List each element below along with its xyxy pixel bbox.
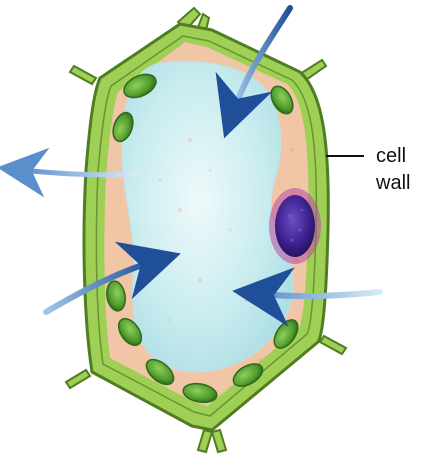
cell-wall-label: cell wall: [376, 143, 410, 197]
nucleus: [275, 195, 315, 257]
central-vacuole: [122, 61, 293, 372]
cell-wall-label-line1: cell: [376, 143, 410, 170]
cell-wall-label-line2: wall: [376, 170, 410, 197]
